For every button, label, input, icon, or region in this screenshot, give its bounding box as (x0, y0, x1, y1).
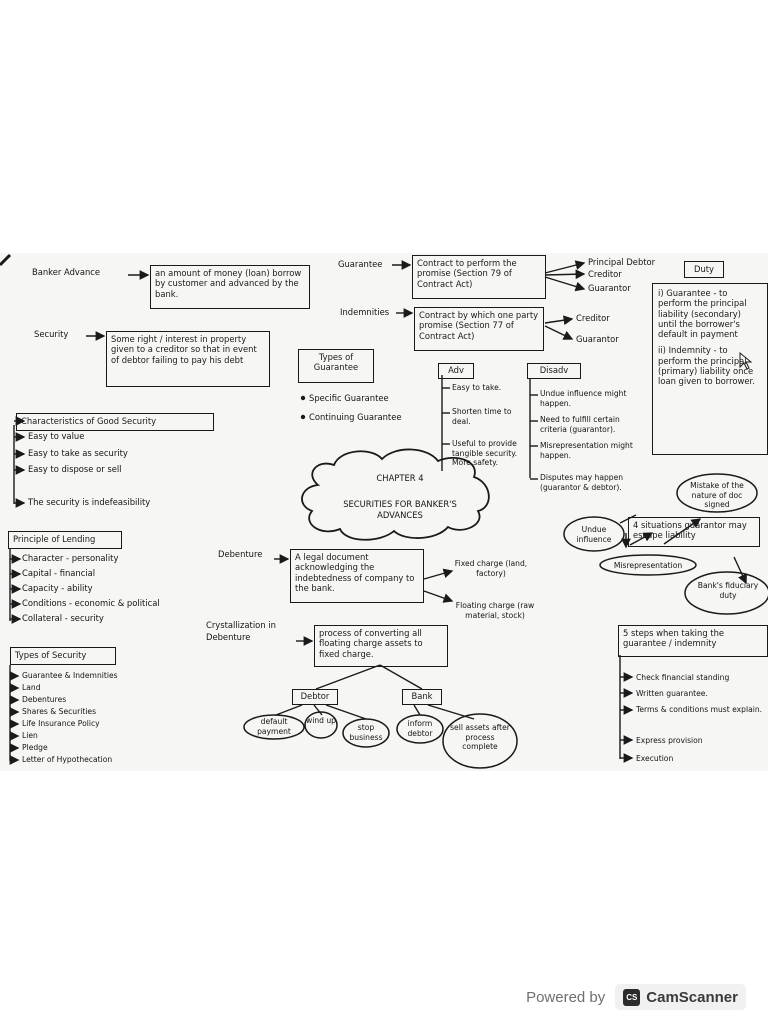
types-security-item: Debentures (22, 695, 67, 704)
debtor-event: default payment (257, 717, 291, 736)
chapter-number: CHAPTER 4 (376, 473, 424, 483)
adv-item: Shorten time to deal. (452, 407, 512, 426)
guarantee-term: Guarantee (338, 259, 383, 269)
guarantee-party: Principal Debtor (588, 257, 656, 267)
characteristics-title: Characteristics of Good Security (16, 413, 214, 431)
duty-item: ii) Indemnity - to perform the principal… (658, 345, 755, 387)
bank-action: sell assets after process complete (450, 723, 510, 752)
bank-action: inform debtor (407, 719, 433, 738)
camscanner-logo-icon: CS (623, 988, 641, 1006)
chapter-cloud (301, 448, 490, 541)
types-security-item: Life Insurance Policy (22, 719, 100, 728)
characteristics-item: Easy to dispose or sell (28, 464, 122, 474)
types-security-item: Pledge (22, 743, 48, 752)
escape-fiduciary: Bank's fiduciary duty (697, 581, 759, 600)
debtor-label: Debtor (292, 689, 338, 705)
adv-item: Useful to provide tangible security. Mor… (452, 439, 518, 468)
adv-item: Easy to take. (452, 383, 502, 392)
guarantee-definition: Contract to perform the promise (Section… (412, 255, 546, 299)
types-guarantee-item: Specific Guarantee (309, 393, 389, 403)
types-security-item: Letter of Hypothecation (22, 755, 113, 764)
fixed-charge: Fixed charge (land, factory) (454, 559, 528, 578)
mind-map-connectors (0, 253, 768, 769)
principle-lending-title: Principle of Lending (8, 531, 122, 549)
scanned-notes-page: Banker Advance an amount of money (loan)… (0, 253, 768, 771)
characteristics-item: Easy to value (28, 431, 85, 441)
banker-advance-term: Banker Advance (32, 267, 101, 277)
principle-item: Character - personality (22, 553, 119, 563)
security-term: Security (34, 329, 69, 339)
steps-title: 5 steps when taking the guarantee / inde… (618, 625, 768, 657)
escape-misrepresentation: Misrepresentation (613, 561, 683, 570)
indemnities-definition: Contract by which one party promise (Sec… (414, 307, 544, 351)
escape-undue-influence: Undue influence (576, 525, 612, 544)
scanner-watermark: Powered by CS CamScanner (526, 984, 746, 1010)
types-guarantee-title: Types of Guarantee (298, 349, 374, 383)
banker-advance-definition: an amount of money (loan) borrow by cust… (150, 265, 310, 309)
types-guarantee-item: Continuing Guarantee (309, 412, 402, 422)
characteristics-item: The security is indefeasibility (28, 497, 151, 507)
disadv-item: Misrepresentation might happen. (540, 441, 633, 460)
indemnities-party: Guarantor (576, 334, 619, 344)
disadv-item: Disputes may happen (guarantor & debtor)… (540, 473, 624, 492)
bank-label: Bank (402, 689, 442, 705)
camscanner-brand: CamScanner (646, 988, 738, 1006)
debtor-event: wind up (306, 716, 337, 725)
duty-item: i) Guarantee - to perform the principal … (658, 288, 747, 340)
types-security-title: Types of Security (10, 647, 116, 665)
step-item: Written guarantee. (636, 689, 708, 698)
duty-box: i) Guarantee - to perform the principal … (652, 283, 768, 455)
escape-title: 4 situations guarantor may escape liabil… (628, 517, 760, 547)
security-definition: Some right / interest in property given … (106, 331, 270, 387)
step-item: Check financial standing (636, 673, 730, 682)
types-security-item: Lien (22, 731, 38, 740)
camscanner-badge: CS CamScanner (615, 984, 746, 1010)
crystallization-term: Crystallization in Debenture (206, 620, 276, 642)
principle-item: Capacity - ability (22, 583, 93, 593)
floating-charge: Floating charge (raw material, stock) (455, 601, 535, 620)
guarantee-party: Creditor (588, 269, 622, 279)
duty-title: Duty (684, 261, 724, 278)
step-item: Terms & conditions must explain. (636, 705, 763, 714)
powered-by-text: Powered by (526, 988, 606, 1006)
step-item: Express provision (636, 736, 703, 745)
principle-item: Capital - financial (22, 568, 96, 578)
debenture-term: Debenture (218, 549, 263, 559)
debtor-event: stop business (349, 723, 383, 742)
escape-mistake: Mistake of the nature of doc signed (690, 481, 744, 510)
step-item: Execution (636, 754, 674, 763)
types-security-item: Land (22, 683, 41, 692)
guarantee-party: Guarantor (588, 283, 631, 293)
characteristics-item: Easy to take as security (28, 448, 128, 458)
principle-item: Collateral - security (22, 613, 104, 623)
disadv-title: Disadv (527, 363, 581, 379)
indemnities-term: Indemnities (340, 307, 390, 317)
disadv-item: Undue influence might happen. (540, 389, 627, 408)
types-security-item: Guarantee & Indemnities (22, 671, 118, 680)
chapter-title: SECURITIES FOR BANKER'S ADVANCES (343, 499, 457, 520)
types-security-item: Shares & Securities (22, 707, 97, 716)
crystallization-definition: process of converting all floating charg… (314, 625, 448, 667)
principle-item: Conditions - economic & political (22, 598, 160, 608)
disadv-item: Need to fulfill certain criteria (guaran… (540, 415, 620, 434)
debenture-definition: A legal document acknowledging the indeb… (290, 549, 424, 603)
adv-title: Adv (438, 363, 474, 379)
indemnities-party: Creditor (576, 313, 610, 323)
